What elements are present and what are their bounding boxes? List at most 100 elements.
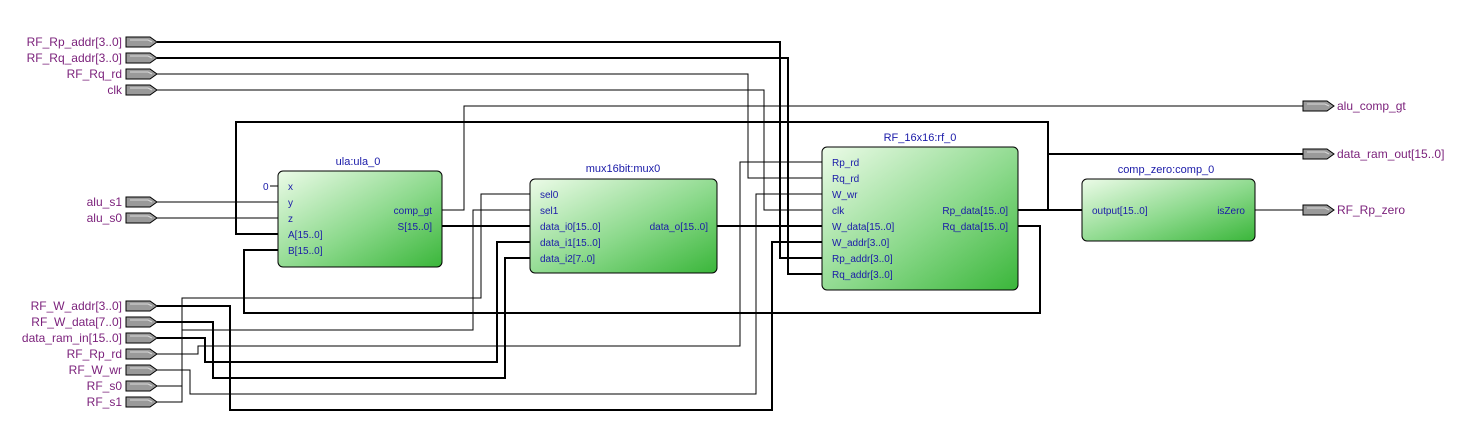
input-pin-shape[interactable] [125,36,158,48]
output-pin-shape[interactable] [1302,148,1335,160]
input-pin-highlight [130,351,153,355]
wire-rq-rd [157,73,822,179]
input-pin-highlight [130,215,153,219]
input-pin-label: clk [107,83,123,97]
input-pin-clk[interactable]: clk [107,83,158,97]
ula-title: ula:ula_0 [336,156,381,168]
rf-port-clk: clk [832,206,845,217]
wire-clk [157,89,822,211]
input-pin-highlight [130,367,153,371]
rf-title: RF_16x16:rf_0 [884,132,957,144]
input-pin-rp-addr[interactable]: RF_Rp_addr[3..0] [27,35,158,49]
input-pin-alu-s1[interactable]: alu_s1 [87,195,158,209]
input-pins: RF_Rp_addr[3..0] RF_Rq_addr[3..0] RF_Rq_rd… [22,35,158,409]
comp-zero-block[interactable]: comp_zero:comp_0 output[15..0] isZero [1081,164,1256,242]
rf-port-rp-data: Rp_data[15..0] [942,206,1008,217]
output-pin-shape[interactable] [1302,100,1335,112]
input-pin-highlight [130,303,153,307]
wires [157,41,1303,411]
input-pin-shape[interactable] [125,364,158,376]
mux-body[interactable] [529,178,718,274]
mux-port-data-i1: data_i1[15..0] [540,238,601,249]
input-pin-shape[interactable] [125,84,158,96]
output-pin-data-ram-out[interactable]: data_ram_out[15..0] [1302,147,1444,161]
ula-port-b: B[15..0] [288,246,323,257]
ula-body[interactable] [277,170,443,268]
ula-port-comp-gt: comp_gt [394,206,433,217]
input-pin-rp-rd[interactable]: RF_Rp_rd [67,347,158,361]
input-pin-label: RF_Rq_addr[3..0] [27,51,122,65]
input-pin-highlight [130,55,153,59]
input-pin-label: alu_s1 [87,195,123,209]
ula-const-zero: 0 [263,182,269,193]
input-pin-shape[interactable] [125,316,158,328]
input-pin-rq-rd[interactable]: RF_Rq_rd [67,67,158,81]
input-pin-w-addr[interactable]: RF_W_addr[3..0] [31,299,158,313]
input-pin-label: RF_Rq_rd [67,67,122,81]
input-pin-label: RF_s0 [87,379,123,393]
ula-port-y: y [288,198,293,209]
rf-port-w-wr: W_wr [832,190,858,201]
rf-port-w-data: W_data[15..0] [832,222,894,233]
rf-port-rp-rd: Rp_rd [832,158,859,169]
input-pin-label: RF_W_data[7..0] [31,315,122,329]
input-pin-label: data_ram_in[15..0] [22,331,122,345]
comp-port-output: output[15..0] [1092,206,1148,217]
input-pin-label: RF_W_addr[3..0] [31,299,122,313]
ula-port-x: x [288,182,293,193]
output-pin-shape[interactable] [1302,204,1335,216]
wire-w-addr [157,241,822,411]
wire-w-data [157,257,530,379]
rf-port-rq-rd: Rq_rd [832,174,859,185]
mux-port-data-i0: data_i0[15..0] [540,222,601,233]
rf-port-rq-addr: Rq_addr[3..0] [832,270,893,281]
input-pin-label: RF_W_wr [69,363,122,377]
input-pin-highlight [130,399,153,403]
wire-comp-gt [442,105,1303,211]
wire-rq-addr [157,57,822,275]
input-pin-alu-s0[interactable]: alu_s0 [87,211,158,225]
input-pin-w-data[interactable]: RF_W_data[7..0] [31,315,158,329]
input-pin-shape[interactable] [125,196,158,208]
input-pin-label: RF_Rp_addr[3..0] [27,35,122,49]
input-pin-shape[interactable] [125,348,158,360]
output-pin-rp-zero[interactable]: RF_Rp_zero [1302,203,1405,217]
mux-title: mux16bit:mux0 [586,163,661,175]
comp-body[interactable] [1081,178,1256,242]
rf-block[interactable]: RF_16x16:rf_0 Rp_rd Rq_rd W_wr clk W_dat… [821,132,1019,291]
input-pin-highlight [130,71,153,75]
ula-port-z: z [288,214,293,225]
input-pin-shape[interactable] [125,380,158,392]
input-pin-rq-addr[interactable]: RF_Rq_addr[3..0] [27,51,158,65]
wire-rf-s1 [157,209,530,403]
output-pin-alu-comp-gt[interactable]: alu_comp_gt [1302,99,1406,113]
input-pin-shape[interactable] [125,396,158,408]
output-pin-label: RF_Rp_zero [1337,203,1405,217]
input-pin-w-wr[interactable]: RF_W_wr [69,363,158,377]
mux-port-data-o: data_o[15..0] [650,222,709,233]
rf-port-w-addr: W_addr[3..0] [832,238,889,249]
input-pin-data-ram-in[interactable]: data_ram_in[15..0] [22,331,158,345]
output-pin-highlight [1307,207,1330,211]
input-pin-shape[interactable] [125,68,158,80]
wire-rq-data [243,225,1041,314]
input-pin-shape[interactable] [125,52,158,64]
input-pin-shape[interactable] [125,212,158,224]
input-pin-rf-s0[interactable]: RF_s0 [87,379,158,393]
mux-block[interactable]: mux16bit:mux0 sel0 sel1 data_i0[15..0] d… [529,163,718,274]
rf-body[interactable] [821,146,1019,291]
input-pin-shape[interactable] [125,332,158,344]
mux-port-sel1: sel1 [540,206,559,217]
input-pin-shape[interactable] [125,300,158,312]
input-pin-label: RF_Rp_rd [67,347,122,361]
ula-block[interactable]: ula:ula_0 0 x y z A[15..0] B[15..0] comp… [263,156,443,268]
input-pin-label: RF_s1 [87,395,123,409]
wire-w-wr [157,193,822,395]
wire-rp-addr [157,41,822,259]
wire-rf-s0 [157,193,530,387]
input-pin-rf-s1[interactable]: RF_s1 [87,395,158,409]
output-pins: alu_comp_gt data_ram_out[15..0] RF_Rp_zero [1302,99,1444,217]
ula-port-a: A[15..0] [288,230,323,241]
input-pin-highlight [130,199,153,203]
